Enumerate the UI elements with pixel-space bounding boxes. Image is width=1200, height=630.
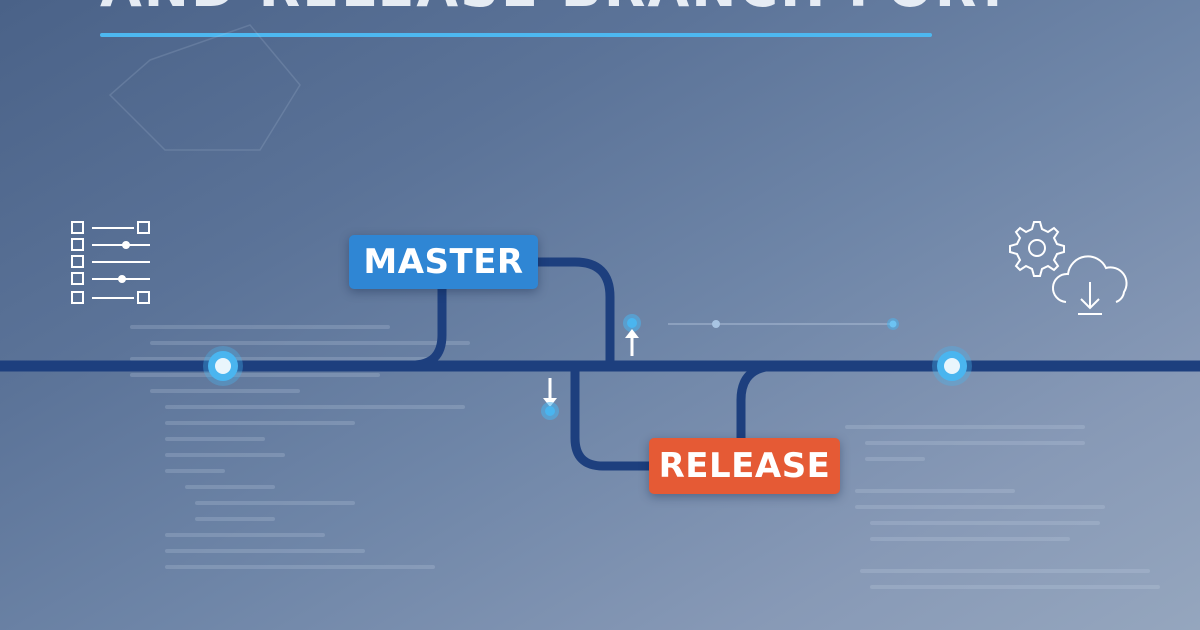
- cloud-download-icon: [1051, 255, 1128, 315]
- settings-list-icon: [71, 221, 150, 304]
- arrow-up-icon: [623, 314, 641, 356]
- progress-connector: [668, 318, 899, 330]
- page-title: AND RELEASE BRANCH FOR?: [100, 0, 1060, 18]
- release-branch-connector: [736, 361, 778, 443]
- code-background-left: [130, 325, 490, 581]
- master-branch-path: [533, 257, 615, 370]
- code-background-right: [845, 425, 1165, 601]
- commit-node-left: [203, 346, 243, 386]
- arrow-down-icon: [541, 378, 559, 420]
- hexagon-decoration: [108, 24, 301, 151]
- commit-node-right: [932, 346, 972, 386]
- release-branch-badge: RELEASE: [649, 438, 840, 494]
- master-branch-badge: MASTER: [349, 235, 538, 289]
- gear-icon: [1009, 221, 1065, 277]
- title-underline: [100, 33, 932, 37]
- master-branch-connector: [407, 284, 447, 370]
- release-branch-path: [570, 360, 654, 471]
